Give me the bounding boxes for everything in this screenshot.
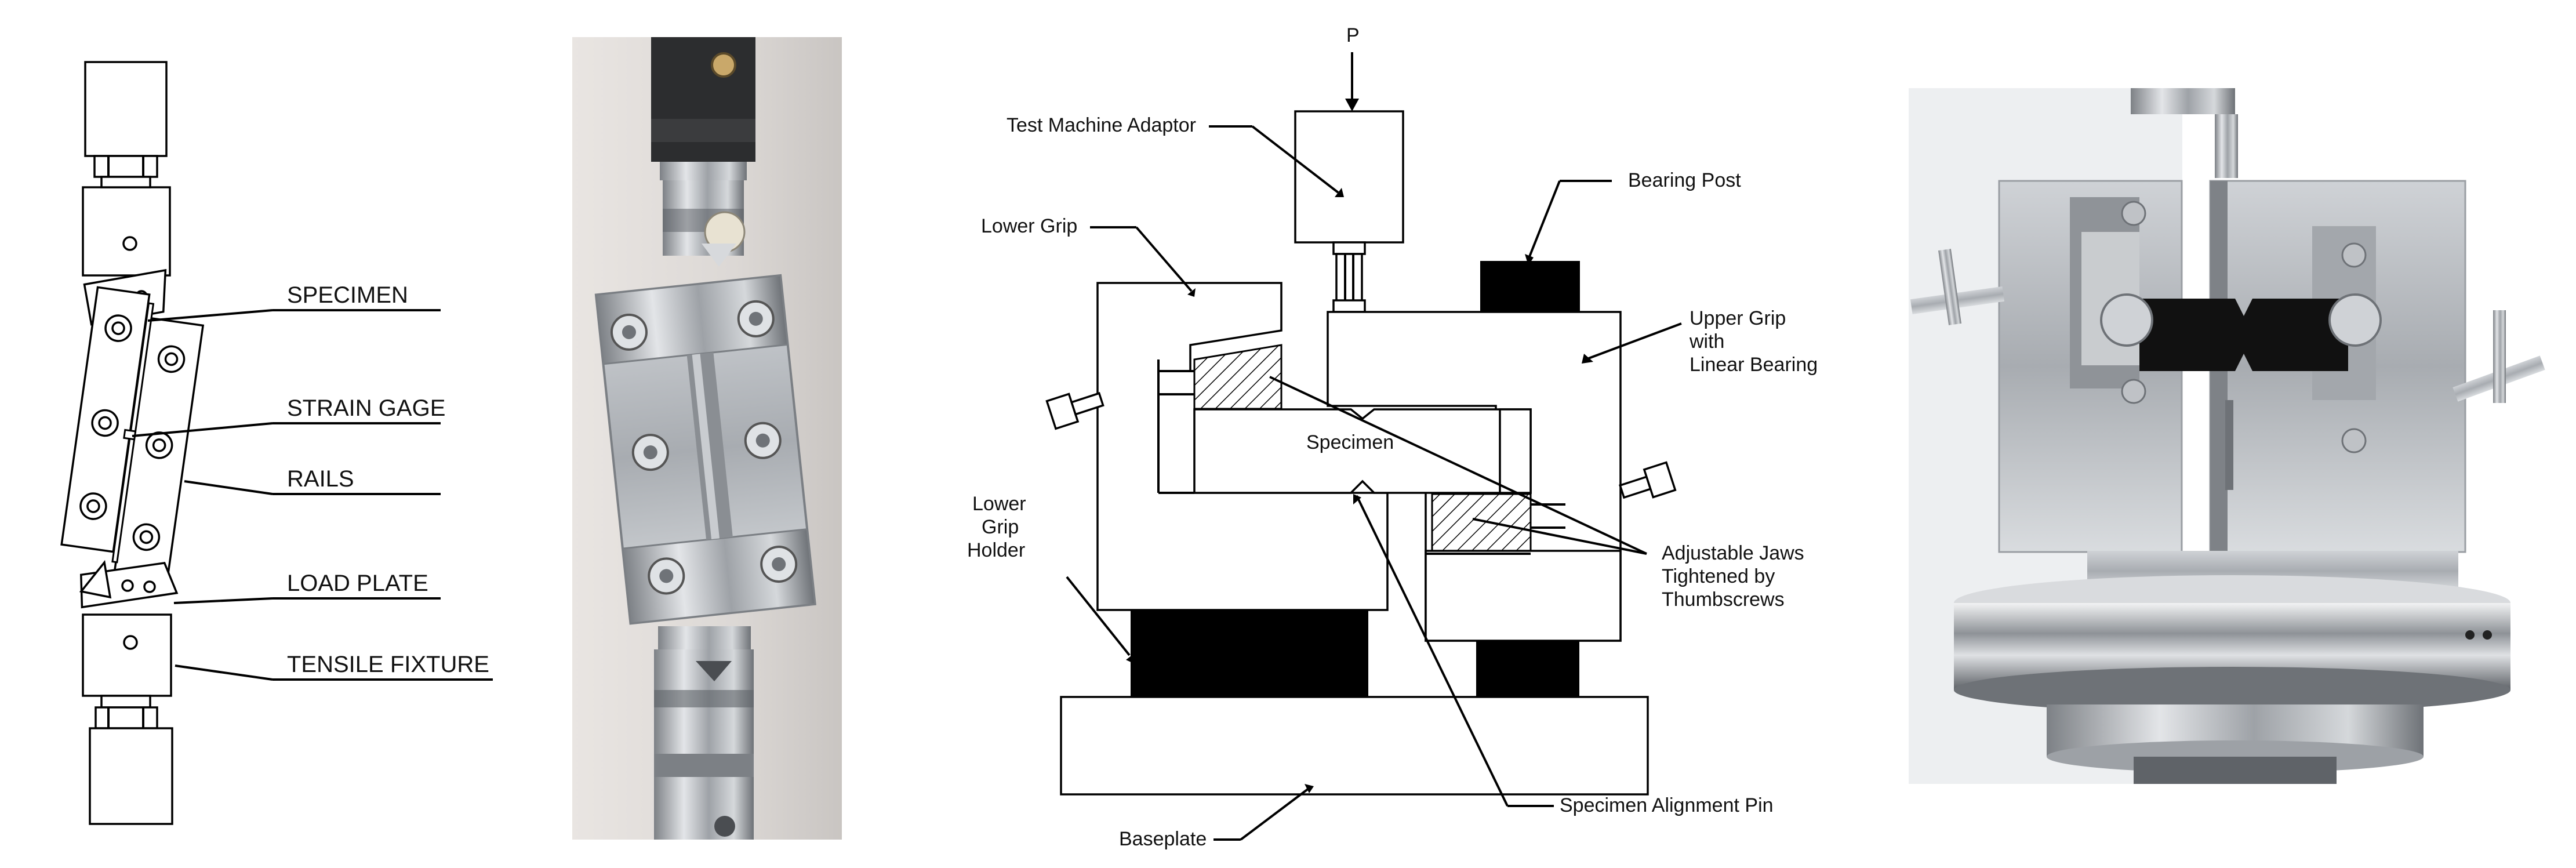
baseplate — [1060, 696, 1649, 796]
label-upper-grip-2: with — [1689, 331, 1724, 353]
label-specimen-center: Specimen — [1306, 431, 1394, 453]
label-adjustable-jaws-3: Thumbscrews — [1662, 589, 1785, 611]
label-load-p: P — [1346, 24, 1360, 46]
lower-right-jaw — [1431, 493, 1532, 558]
leader-lines — [132, 309, 493, 681]
lower-grip-holder-block — [1131, 610, 1368, 697]
label-baseplate: Baseplate — [1119, 828, 1207, 850]
test-machine-adaptor — [1294, 110, 1404, 244]
label-rails: RAILS — [287, 466, 354, 492]
label-specimen: SPECIMEN — [287, 282, 408, 308]
label-test-machine-adaptor: Test Machine Adaptor — [1007, 114, 1196, 136]
label-lower-grip: Lower Grip — [981, 215, 1077, 237]
thumbscrew-right — [1619, 461, 1677, 499]
label-load-plate: LOAD PLATE — [287, 571, 428, 596]
iosipescu-leaders — [1066, 125, 1682, 841]
bearing-post-base — [1476, 641, 1579, 697]
vnotch-specimen — [2139, 299, 2348, 371]
top-actuator-rod — [2215, 114, 2238, 178]
label-adjustable-jaws-1: Adjustable Jaws — [1662, 542, 1804, 564]
lower-tensile-fixture — [82, 613, 172, 697]
rail-shear-photo — [572, 37, 842, 840]
upper-tensile-fixture — [82, 186, 171, 277]
bearing-post — [1480, 261, 1580, 312]
strain-gage-mark — [123, 428, 137, 441]
clamp-bolts — [2100, 201, 2382, 453]
label-lower-grip-holder-1: Lower — [972, 493, 1026, 515]
rail-shear-drawing: SPECIMEN STRAIN GAGE RAILS LOAD PLATE TE… — [60, 61, 493, 825]
lower-rod — [654, 731, 754, 840]
upper-rod — [651, 37, 755, 162]
vnotch-photo — [1909, 88, 2545, 784]
iosipescu-drawing: P — [967, 24, 1818, 850]
label-strain-gage: STRAIN GAGE — [287, 395, 445, 421]
label-adjustable-jaws-2: Tightened by — [1662, 565, 1775, 587]
label-upper-grip-3: Linear Bearing — [1690, 354, 1818, 376]
label-tensile-fixture: TENSILE FIXTURE — [287, 652, 489, 677]
bottom-grip-block — [89, 727, 173, 825]
label-upper-grip-1: Upper Grip — [1690, 307, 1786, 329]
thumbscrew-left — [1045, 392, 1104, 430]
upper-left-jaw — [1193, 344, 1282, 410]
top-grip-block — [84, 61, 168, 157]
label-alignment-pin: Specimen Alignment Pin — [1560, 794, 1774, 816]
label-bearing-post: Bearing Post — [1628, 169, 1741, 191]
label-lower-grip-holder-2: Grip — [982, 516, 1019, 538]
rail-bolts — [79, 314, 186, 551]
fixture-bolts — [610, 300, 798, 595]
label-lower-grip-holder-3: Holder — [967, 539, 1025, 561]
